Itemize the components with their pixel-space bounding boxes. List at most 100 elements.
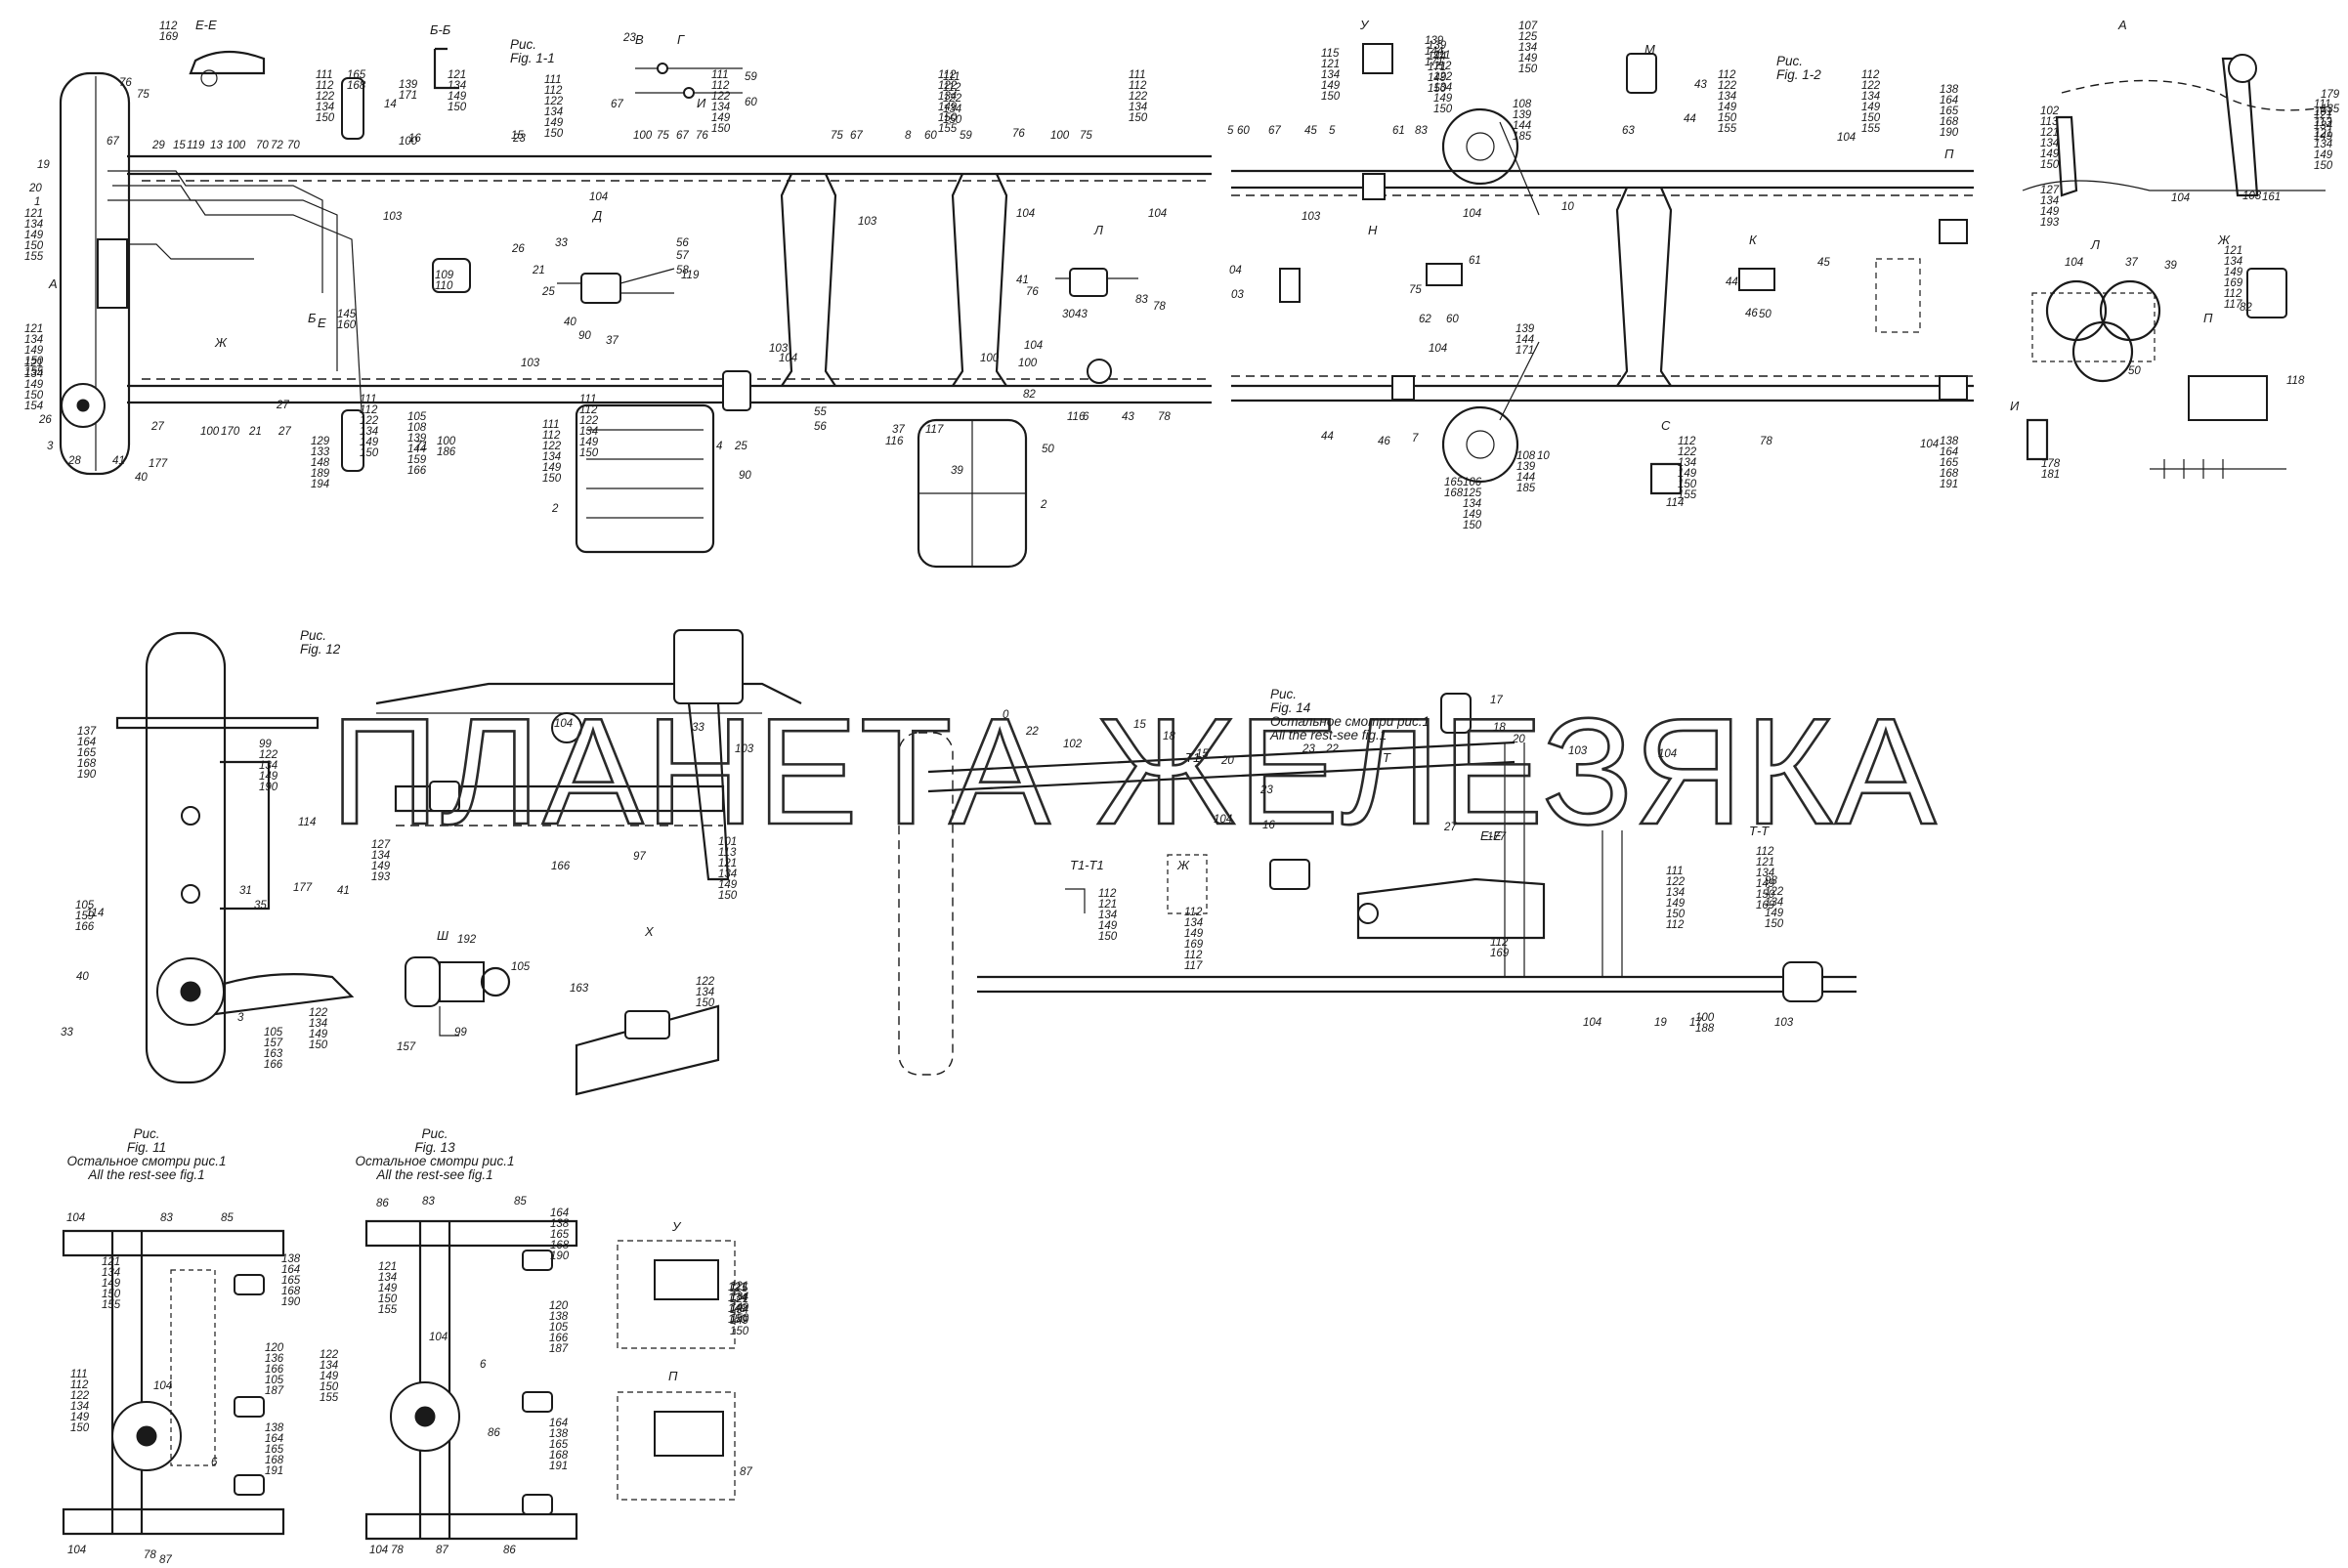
part-label-b162: 23	[1302, 743, 1315, 755]
part-label-b189: 104	[429, 1332, 448, 1343]
section-b-b-detail	[433, 47, 459, 90]
part-label-b72: 55	[814, 406, 827, 418]
section-letter: Т-Т	[1749, 824, 1770, 838]
section-letter: Б-Б	[430, 22, 451, 37]
part-label-b17: 28	[67, 455, 81, 467]
part-label-b163: 22	[1325, 743, 1339, 755]
part-label-b135: 82	[2240, 302, 2252, 314]
part-label-b38: 59	[960, 130, 972, 142]
part-label-b53: 56	[676, 237, 689, 249]
part-label-b164: 17	[1490, 695, 1503, 706]
part-label-b84: 78	[1158, 411, 1171, 423]
part-label-b169: 27	[1443, 822, 1457, 833]
valve-5-45	[1362, 173, 1386, 200]
part-label-b181: 104	[153, 1380, 172, 1392]
part-label-b104: 104	[1837, 132, 1856, 144]
valve-u	[1362, 43, 1393, 74]
section-letter: Н	[1368, 223, 1378, 237]
part-label-b146: 105	[511, 961, 531, 973]
part-label-b67: 170	[221, 426, 240, 438]
part-label-b9: 70	[256, 140, 269, 151]
part-label-b93: 2	[551, 503, 559, 515]
part-label-b30: 75	[657, 130, 669, 142]
part-label-b66: 100	[200, 426, 220, 438]
frame-rail-top	[127, 154, 1212, 176]
part-label-b120: 43	[1694, 79, 1707, 91]
cross-member-3	[1615, 187, 1673, 387]
detail-a-top-right	[2022, 54, 2327, 479]
valve-v-d	[580, 273, 621, 304]
detail-p-frame	[617, 1391, 736, 1501]
part-label-b166: 20	[1512, 734, 1525, 745]
fig12-wheel	[145, 631, 227, 1084]
part-label-b149: 163	[570, 983, 589, 995]
section-letter: И	[697, 96, 706, 110]
detail-x-bracket	[575, 1004, 720, 1096]
section-letter: С	[1661, 418, 1671, 433]
part-label-b95: 60	[1237, 125, 1250, 137]
section-letter: Т1-Т1	[1070, 858, 1104, 872]
battery-box	[575, 403, 715, 554]
part-label-b154: 33	[692, 722, 704, 734]
rear-valve	[1087, 359, 1112, 384]
part-label-b12: 19	[37, 159, 50, 171]
part-label-b152: 103	[735, 743, 754, 755]
section-letter: М	[1644, 42, 1655, 57]
part-label-b49: 26	[511, 243, 525, 255]
part-label-b94: 5	[1227, 125, 1234, 137]
part-label-b98: 5	[1329, 125, 1336, 137]
part-label-b160: 15	[1196, 748, 1209, 760]
part-label-b52: 25	[541, 286, 555, 298]
part-label-b194: 87	[436, 1545, 448, 1556]
detail-sh-body	[405, 956, 441, 1007]
detail-l-circle-1	[2045, 279, 2108, 342]
part-label-b18: 41	[112, 455, 125, 467]
part-label-b175: 19	[1654, 1017, 1667, 1029]
part-label-b170: 177	[1487, 831, 1507, 843]
valve-n	[1426, 263, 1463, 286]
section-letter: Ж	[214, 335, 228, 350]
valve-138	[1939, 375, 1968, 401]
part-label-b124: 104	[1920, 439, 1939, 450]
part-label-b148: 157	[397, 1041, 416, 1053]
part-label-b46: 67	[611, 99, 623, 110]
part-label-b113: 62	[1419, 314, 1431, 325]
part-label-b131: 104	[2065, 257, 2083, 269]
part-label-b41: 75	[1080, 130, 1092, 142]
part-label-b31: 67	[676, 130, 689, 142]
part-label-b96: 67	[1268, 125, 1281, 137]
part-label-b161: 20	[1220, 755, 1234, 767]
section-letter: Ж	[1176, 858, 1190, 872]
part-label-b190: 6	[480, 1359, 487, 1371]
part-label-b196: 87	[740, 1466, 752, 1478]
section-letter: Б	[308, 311, 317, 325]
detail-sh-nut	[439, 961, 485, 1002]
part-label-b45: 23	[622, 32, 636, 44]
part-label-b187: 83	[422, 1196, 435, 1208]
valve-l	[1069, 268, 1108, 297]
detail-zh-body	[2246, 268, 2287, 318]
part-label-b145: 192	[457, 934, 477, 946]
detail-l-circle-3	[2071, 320, 2134, 383]
part-label-b134: 50	[2128, 365, 2141, 377]
